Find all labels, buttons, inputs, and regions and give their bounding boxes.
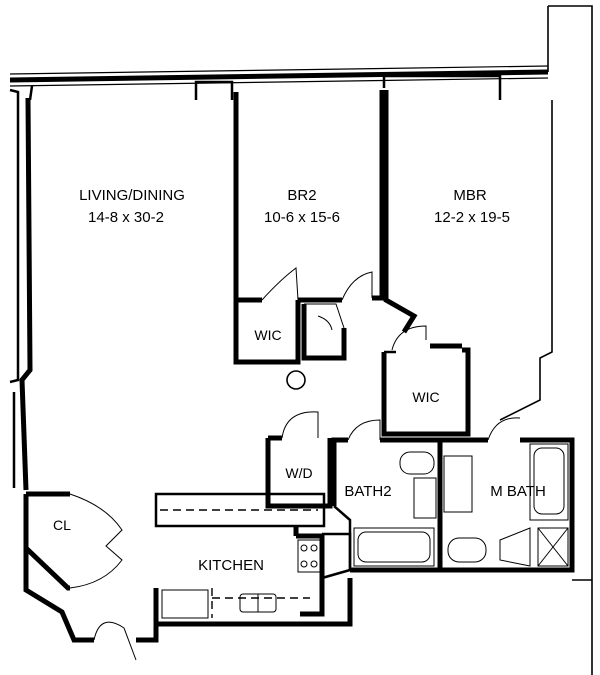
wic-2-label: WIC (412, 389, 439, 405)
cooktop-icon (297, 539, 321, 573)
cl-walls (23, 491, 123, 591)
top-wall-windows (9, 65, 549, 101)
bath2-toilet-icon (399, 451, 435, 475)
mbath-toilet-icon (447, 537, 487, 563)
mbath-tub-icon (529, 443, 569, 521)
wic-2-walls (381, 347, 471, 437)
mbr-label: MBR (453, 187, 487, 204)
exterior-edge (547, 5, 593, 675)
living-left-wall (9, 88, 33, 491)
living-dining-dims: 14-8 x 30-2 (88, 209, 164, 226)
column-icon (286, 370, 306, 390)
kitchen-walls (153, 492, 353, 627)
br2-label: BR2 (287, 187, 316, 204)
mbr-dims: 12-2 x 19-5 (434, 209, 510, 226)
cl-label: CL (53, 517, 71, 533)
bath2-label: BATH2 (344, 483, 391, 500)
bath2-tub-icon (353, 527, 435, 567)
mbath-label: M BATH (490, 483, 546, 500)
bath2-walls (331, 419, 443, 573)
wic-1-walls (233, 300, 347, 365)
wd-label: W/D (285, 465, 312, 481)
mbr-walls (383, 90, 553, 421)
shower-icon (537, 527, 569, 567)
kitchen-label: KITCHEN (198, 557, 264, 574)
living-dining-label: LIVING/DINING (79, 187, 185, 204)
br2-dims: 10-6 x 15-6 (264, 209, 340, 226)
entry-door (23, 548, 159, 661)
wd-walls (265, 411, 333, 509)
wic-1-label: WIC (254, 327, 281, 343)
mbath-walls (440, 417, 575, 573)
